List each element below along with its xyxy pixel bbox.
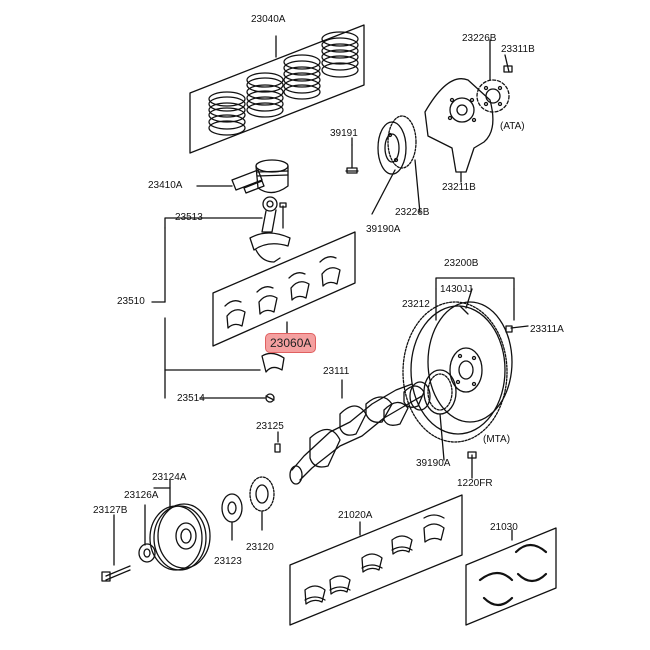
label-39190a: 39190A (366, 224, 401, 235)
bolt-23311b (504, 54, 510, 73)
label-23226b: 23226B (462, 33, 497, 44)
label-23120: 23120 (246, 542, 274, 553)
label-23211b: 23211B (442, 182, 476, 193)
rod-bearing-group (212, 231, 356, 373)
bolt-39191 (345, 144, 359, 174)
leader-23513 (164, 217, 263, 229)
label-23311a: 23311A (530, 324, 564, 335)
connecting-rod-group (164, 196, 291, 263)
rod-nut (265, 393, 275, 403)
ring-gear-upper (377, 115, 417, 175)
ring-stack-1 (208, 91, 246, 136)
label-23514: 23514 (177, 393, 205, 404)
piston-pin (231, 169, 263, 191)
label-23123: 23123 (214, 556, 242, 567)
label-23060a-highlight[interactable]: 23060A (265, 333, 317, 353)
thrust-washer-panel (465, 527, 557, 626)
label-23124a: 23124A (152, 472, 187, 483)
label-mta: (MTA) (483, 434, 511, 445)
flywheel-group (402, 277, 529, 479)
label-23127b: 23127B (93, 505, 128, 516)
bearing-shells (224, 256, 341, 329)
thrust-washer-group (465, 527, 557, 626)
label-1430jj: 1430JJ (440, 284, 473, 295)
timing-gear-group (221, 476, 275, 541)
label-23410a: 23410A (148, 180, 183, 191)
dowel-1430jj (459, 305, 469, 315)
piston-ring-set-group (189, 24, 365, 154)
leader-1430jj (465, 288, 473, 309)
main-bearing-shells (304, 514, 445, 605)
key-23125 (274, 443, 281, 453)
crankshaft-group (289, 379, 431, 485)
main-bearing-group (289, 494, 463, 626)
ring-set-panel (189, 24, 365, 154)
label-23212: 23212 (402, 299, 430, 310)
label-23200b: 23200B (444, 258, 479, 269)
washer-23126a (138, 543, 156, 563)
main-bearing-panel (289, 494, 463, 626)
label-23226b-2: 23226B (395, 207, 430, 218)
label-21020a: 21020A (338, 510, 373, 521)
label-23311b: 23311B (501, 44, 535, 55)
label-1220fr: 1220FR (457, 478, 493, 489)
bracket-23200b (435, 277, 515, 290)
label-23111: 23111 (323, 366, 350, 377)
label-23513: 23513 (175, 212, 203, 223)
pulley-group (101, 479, 211, 582)
leader-39190a-lower (439, 413, 445, 461)
label-23125: 23125 (256, 421, 284, 432)
leader-23226b-lower (414, 159, 421, 214)
label-23040a: 23040A (251, 14, 286, 25)
label-39191: 39191 (330, 128, 358, 139)
label-21030: 21030 (490, 522, 518, 533)
bolt-23311a (510, 325, 529, 329)
label-ata: (ATA) (500, 121, 525, 132)
piston-group (196, 159, 289, 194)
ring-stack-2 (246, 72, 284, 118)
rod-cap (261, 352, 285, 373)
leader-39190a-upper (371, 169, 396, 215)
label-23510: 23510 (117, 296, 145, 307)
rod-bearing-panel (212, 231, 356, 347)
flex-plate-group (424, 39, 513, 183)
label-39190a-2: 39190A (416, 458, 451, 469)
ring-stack-4 (321, 31, 359, 78)
label-23126a: 23126A (124, 490, 159, 501)
ring-stack-3 (283, 54, 321, 100)
